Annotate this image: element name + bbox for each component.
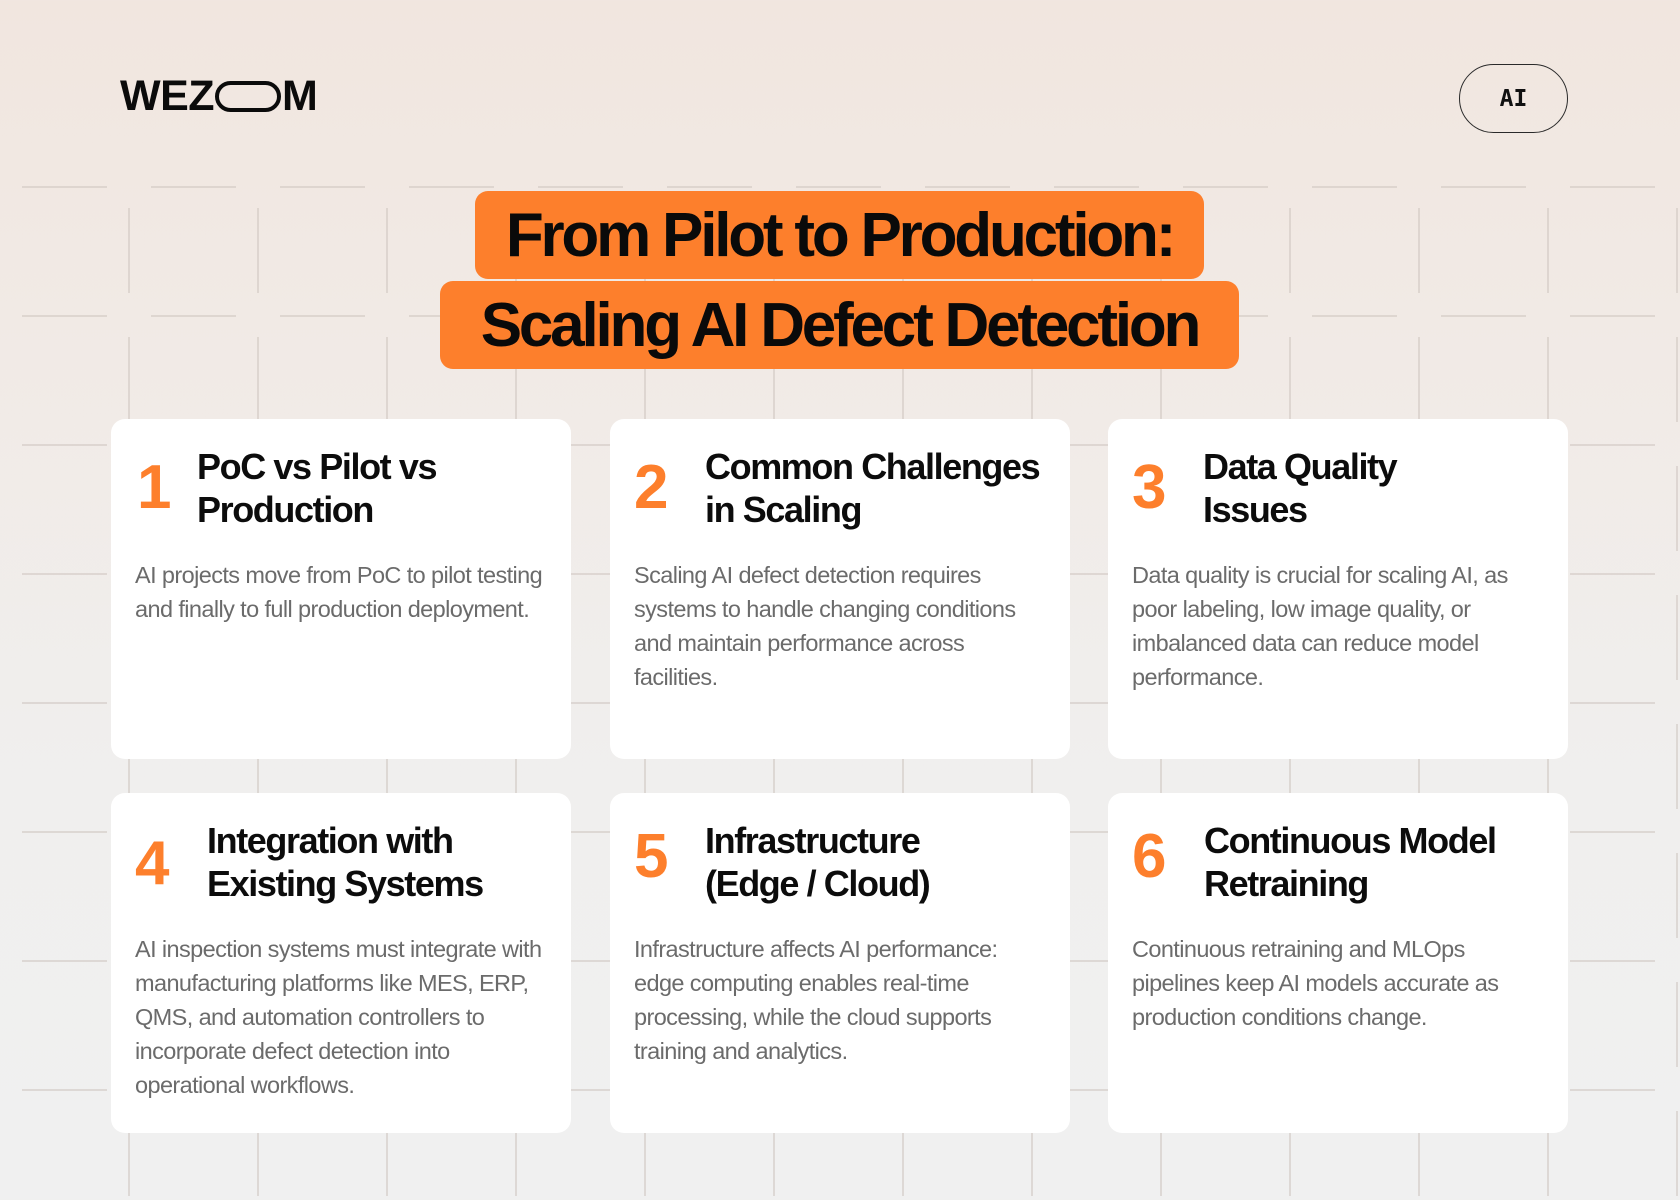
headline-line-1: From Pilot to Production: [475, 191, 1204, 279]
card-body: Continuous retraining and MLOps pipeline… [1132, 936, 1499, 1030]
card-number: 2 [634, 453, 669, 522]
headline-line-2: Scaling AI Defect Detection [440, 281, 1239, 369]
card-poc-vs-pilot: 1 PoC vs Pilot vs Production AI projects… [111, 419, 571, 759]
wezom-logo: WEZ M [120, 72, 318, 120]
card-title: Data Quality Issues [1203, 446, 1398, 530]
logo-text-right: M [282, 71, 318, 120]
card-number: 6 [1132, 822, 1167, 891]
logo-text-left: WEZ [120, 71, 215, 120]
card-data-quality: 3 Data Quality Issues Data quality is cr… [1108, 419, 1568, 759]
card-body: AI projects move from PoC to pilot testi… [135, 562, 543, 622]
card-body: Data quality is crucial for scaling AI, … [1132, 562, 1508, 690]
card-number: 5 [634, 822, 669, 891]
card-body: AI inspection systems must integrate wit… [135, 936, 542, 1098]
card-title: Common Challenges in Scaling [705, 446, 1041, 530]
card-common-challenges: 2 Common Challenges in Scaling Scaling A… [610, 419, 1070, 759]
card-title: Infrastructure (Edge / Cloud) [705, 820, 931, 904]
card-number: 3 [1132, 453, 1167, 522]
card-body: Infrastructure affects AI performance: e… [634, 936, 998, 1064]
logo-oval-icon [215, 80, 282, 112]
card-title: Integration with Existing Systems [207, 820, 484, 904]
card-infrastructure: 5 Infrastructure (Edge / Cloud) Infrastr… [610, 793, 1070, 1133]
card-integration: 4 Integration with Existing Systems AI i… [111, 793, 571, 1133]
card-title: PoC vs Pilot vs Production [197, 446, 437, 530]
card-title: Continuous Model Retraining [1204, 820, 1497, 904]
card-body: Scaling AI defect detection requires sys… [634, 562, 1016, 690]
ai-tag-badge: AI [1459, 64, 1568, 133]
card-number: 1 [137, 453, 172, 522]
card-continuous-retraining: 6 Continuous Model Retraining Continuous… [1108, 793, 1568, 1133]
card-number: 4 [135, 829, 170, 898]
